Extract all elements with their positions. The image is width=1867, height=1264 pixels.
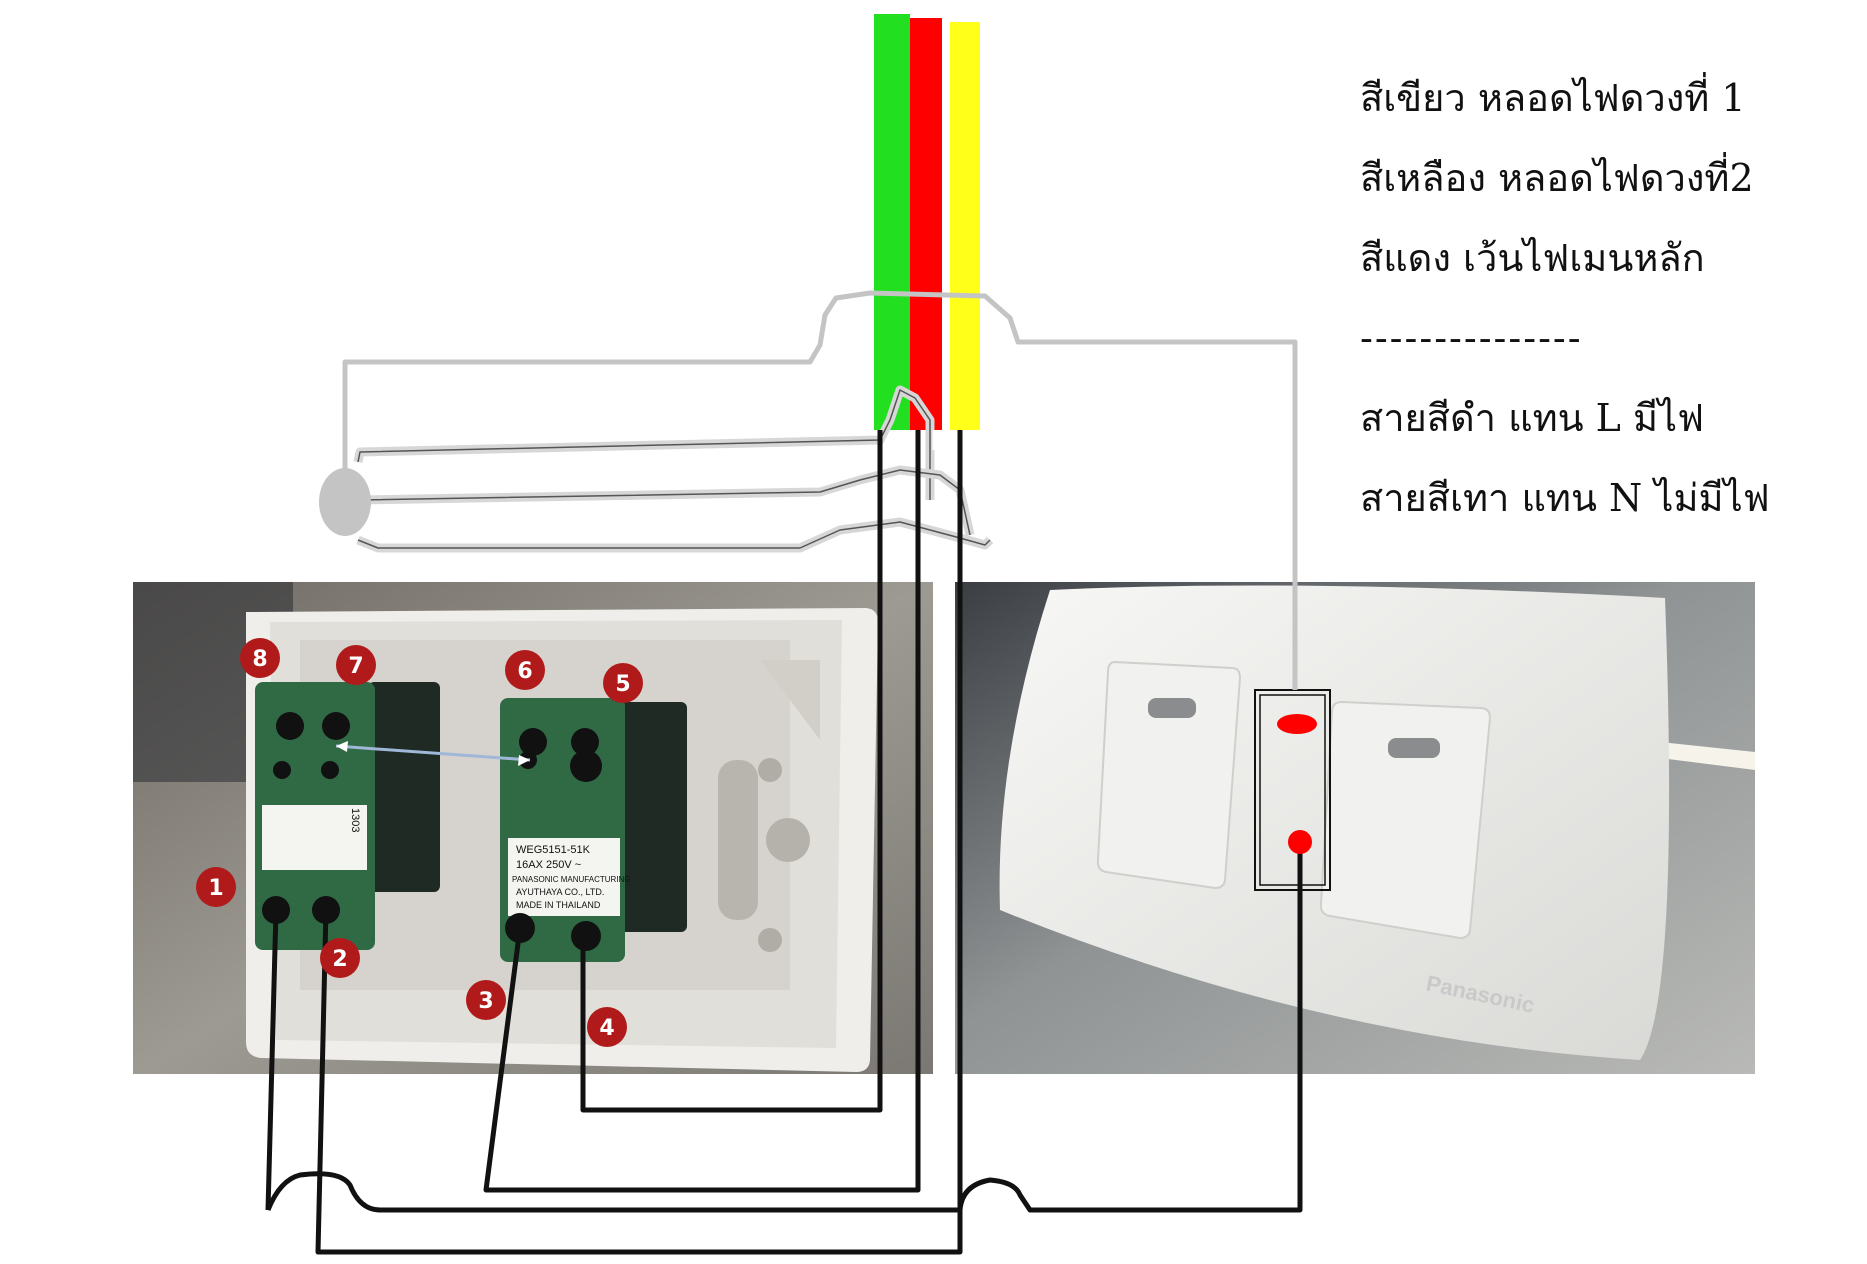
faceplate-live-dot — [1288, 830, 1312, 854]
legend-gray-wire: สายสีเทา แทน N ไม่มีไฟ — [1360, 476, 1770, 520]
legend: สีเขียว หลอดไฟดวงที่ 1 สีเหลือง หลอดไฟดว… — [1360, 70, 1840, 550]
svg-text:1: 1 — [208, 876, 223, 901]
green-bar — [874, 14, 910, 430]
conductor-bars — [874, 14, 980, 430]
red-bar — [910, 18, 942, 430]
legend-separator: --------------- — [1360, 316, 1583, 360]
svg-text:8: 8 — [252, 647, 267, 672]
terminal-badge-4: 4 — [587, 1007, 627, 1047]
faceplate-neutral-dot — [1277, 714, 1317, 734]
yellow-bar — [950, 22, 980, 430]
svg-text:7: 7 — [348, 654, 363, 679]
switch-module-2: WEG5151-51K 16AX 250V ~ PANASONIC MANUFA… — [500, 698, 687, 962]
legend-black-wire: สายสีดำ แทน L มีไฟ — [1360, 396, 1705, 440]
module-2-maker-2: AYUTHAYA CO., LTD. — [516, 887, 604, 897]
lamp-junction — [319, 468, 371, 536]
faceplate-photo: Panasonic — [955, 582, 1755, 1074]
legend-green: สีเขียว หลอดไฟดวงที่ 1 — [1360, 76, 1746, 120]
terminal-badge-2: 2 — [320, 938, 360, 978]
legend-red: สีแดง เว้นไฟเมนหลัก — [1360, 236, 1705, 280]
terminal-badge-3: 3 — [466, 980, 506, 1020]
legend-yellow: สีเหลือง หลอดไฟดวงที่2 — [1360, 156, 1754, 200]
terminal-link-arrow — [335, 741, 531, 766]
module-2-model: WEG5151-51K — [516, 844, 591, 856]
svg-text:3: 3 — [478, 989, 493, 1014]
terminal-badge-1: 1 — [196, 867, 236, 907]
svg-text:4: 4 — [599, 1016, 614, 1041]
live-wires — [265, 430, 1303, 1255]
module-2-rating: 16AX 250V ~ — [516, 859, 581, 871]
svg-text:5: 5 — [615, 672, 630, 697]
terminal-badges: 1 2 3 4 5 6 7 8 — [196, 638, 643, 1047]
faceplate-terminals — [1277, 714, 1317, 854]
module-2-maker-1: PANASONIC MANUFACTURING — [512, 875, 631, 884]
terminal-badge-6: 6 — [505, 650, 545, 690]
terminal-badge-7: 7 — [336, 645, 376, 685]
svg-text:2: 2 — [332, 947, 347, 972]
terminal-badge-8: 8 — [240, 638, 280, 678]
module-1-side-code: 1303 — [349, 808, 361, 832]
module-2-origin: MADE IN THAILAND — [516, 900, 601, 910]
svg-text:6: 6 — [517, 659, 532, 684]
terminal-badge-5: 5 — [603, 663, 643, 703]
